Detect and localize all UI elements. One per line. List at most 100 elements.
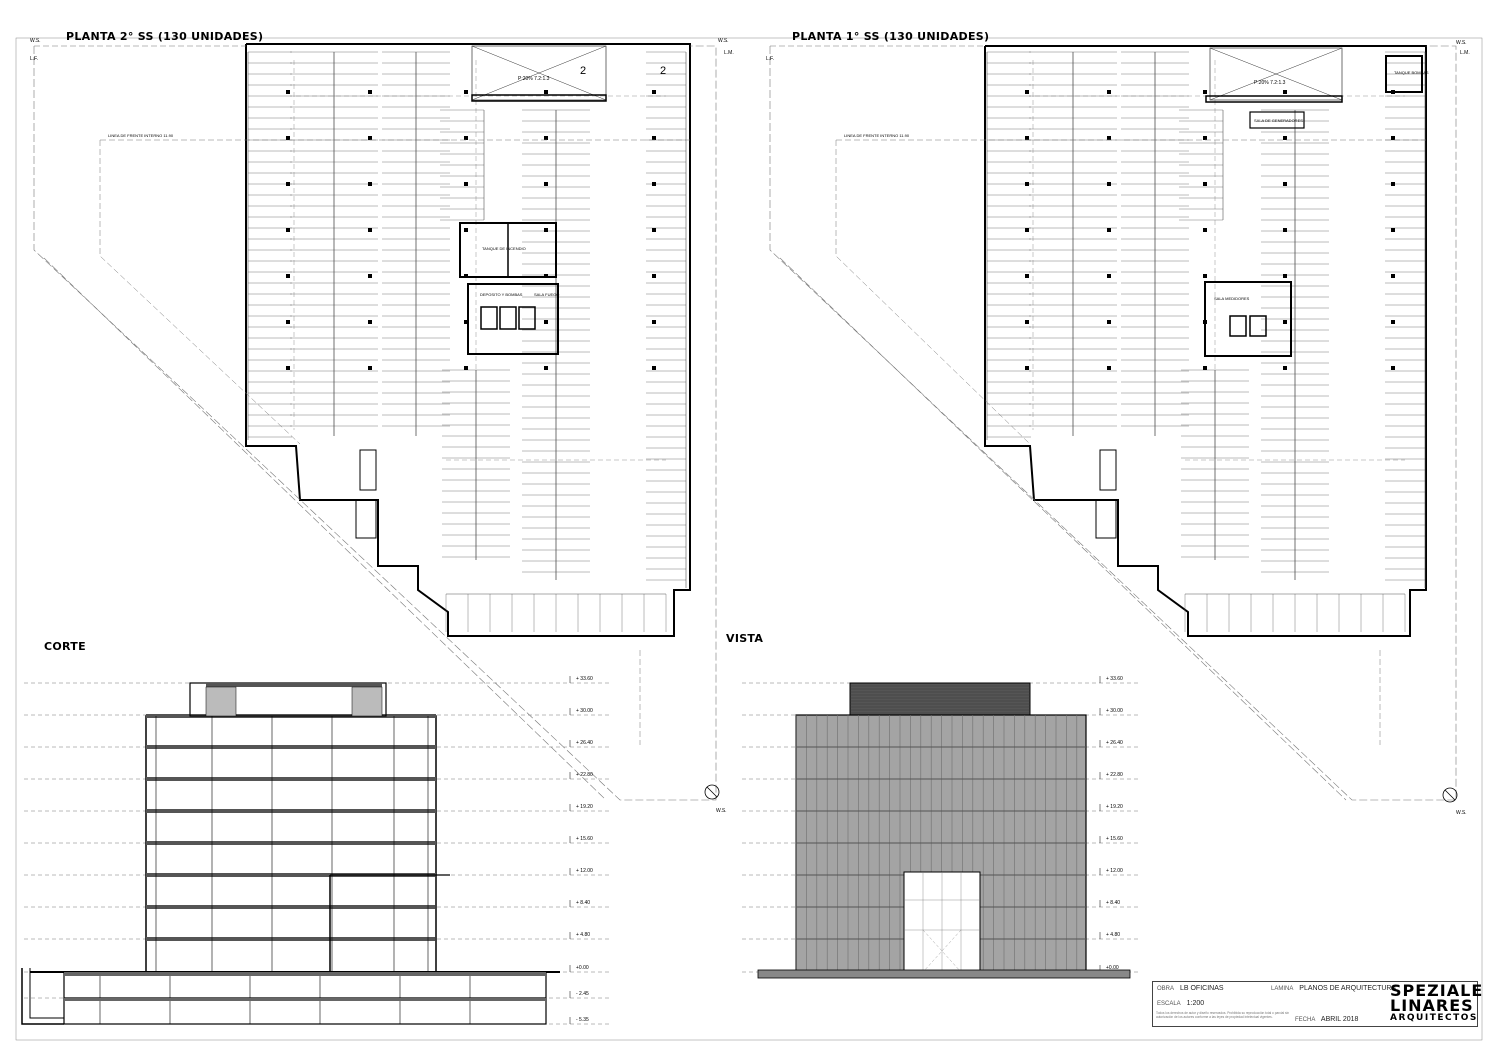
copyright-note: Todos los derechos de autor y diseño res… [1156,1011,1290,1019]
structural-column [652,228,656,232]
sala-right-label: SALA MEDIDORES [1214,296,1250,301]
ramp-label-left: P:20% 7.2:1.3 [518,76,550,82]
structural-column [464,90,468,94]
structural-column [286,182,290,186]
structural-column [1025,274,1029,278]
level-label: + 22.80 [1106,772,1123,778]
escala-field: ESCALA 1:200 [1157,1000,1204,1007]
level-label: + 30.00 [576,708,593,714]
structural-column [1107,228,1111,232]
structural-column [1283,366,1287,370]
plan-2ss: TANQUE DE INCENDIO DEPOSITO Y BOMBAS SAL… [30,38,734,814]
structural-column [368,90,372,94]
structural-column [1107,274,1111,278]
structural-column [1203,366,1207,370]
level-label: + 8.40 [576,900,590,906]
obra-value: LB OFICINAS [1179,985,1224,992]
structural-column [368,136,372,140]
structural-column [652,136,656,140]
firm-logo: SPEZIALE LINARES ARQUITECTOS [1390,983,1482,1024]
structural-column [1203,274,1207,278]
door-swing [922,929,962,973]
structural-column [1203,136,1207,140]
structural-column [464,320,468,324]
sheet-frame [15,37,1483,1041]
structural-column [1283,228,1287,232]
door-swing [922,929,962,973]
level-label: + 12.00 [1106,868,1123,874]
deposit-left-label: DEPOSITO Y BOMBAS [480,292,523,297]
level-label: + 22.80 [576,772,593,778]
structural-column [1025,182,1029,186]
level-label: + 33.60 [576,676,593,682]
level-label: - 5.35 [576,1017,589,1023]
structural-column [652,182,656,186]
level-label: + 15.60 [576,836,593,842]
floor-slab [146,841,436,845]
obra-field: OBRA LB OFICINAS [1157,985,1224,992]
structural-column [1203,228,1207,232]
title-block: OBRA LB OFICINAS LAMINA PLANOS DE ARQUIT… [1152,981,1478,1027]
structural-column [652,274,656,278]
structural-column [368,366,372,370]
structural-column [1283,320,1287,324]
structural-column [1391,136,1395,140]
level-label: + 26.40 [576,740,593,746]
level-label: + 8.40 [1106,900,1120,906]
structural-column [464,366,468,370]
structural-column [544,136,548,140]
escala-label: ESCALA [1157,1001,1181,1007]
structural-column [652,90,656,94]
floor-slab [146,937,436,941]
ramp-number-left-2: 2 [660,65,666,77]
structural-column [652,366,656,370]
structural-column [544,90,548,94]
structural-column [286,320,290,324]
level-label: + 15.60 [1106,836,1123,842]
structural-column [286,90,290,94]
sala-left-label: SALA FUEGO [534,292,559,297]
structural-column [1391,228,1395,232]
structural-column [544,182,548,186]
structural-column [1107,366,1111,370]
structural-column [544,320,548,324]
obra-label: OBRA [1157,986,1175,992]
setback-label-left: LINEA DE FRENTE INTERNO 11.90 [108,133,174,138]
escala-value: 1:200 [1186,1000,1205,1007]
north-arrow-right [1442,787,1458,803]
plan-1ss: SALA MEDIDORES SALA DE GENERADORES TANQU… [766,40,1470,816]
structural-column [286,274,290,278]
structural-column [1025,136,1029,140]
tank-right-label: TANQUE BOMBAS [1394,70,1429,75]
lamina-label: LAMINA [1271,986,1294,992]
ws-right-2: W.S. [1456,810,1467,816]
structural-column [1203,182,1207,186]
firm-line-2: LINARES [1390,996,1474,1015]
section-title: CORTE [44,640,86,653]
level-label: +0.00 [576,965,589,971]
generators-right-label: SALA DE GENERADORES [1254,118,1303,123]
structural-column [1025,228,1029,232]
structural-column [1283,90,1287,94]
setback-label-right: LINEA DE FRENTE INTERNO 11.90 [844,133,910,138]
firm-line-3: ARQUITECTOS [1390,1013,1478,1023]
floor-slab [146,905,436,909]
level-label: +0.00 [1106,965,1119,971]
structural-column [368,182,372,186]
level-label: + 12.00 [576,868,593,874]
structural-column [1025,366,1029,370]
structural-column [1391,366,1395,370]
ramp-label-right: P:20% 7.2:1.3 [1254,80,1286,86]
level-label: + 19.20 [576,804,593,810]
section-corte: + 33.60 + 30.00 + 26.40 + 22.80 + 19.20 + 15.… [21,676,610,1025]
ramp-number-left-1: 2 [580,65,586,77]
floor-slab [146,873,436,877]
elevation-title: VISTA [726,632,764,645]
fecha-field: FECHA ABRIL 2018 [1295,1016,1358,1023]
structural-column [368,274,372,278]
elevation-vista: + 33.60+ 30.00+ 26.40+ 22.80+ 19.20+ 15.… [742,676,1140,979]
plan-right-title: PLANTA 1° SS (130 UNIDADES) [792,30,990,43]
level-label: + 26.40 [1106,740,1123,746]
structural-column [464,136,468,140]
